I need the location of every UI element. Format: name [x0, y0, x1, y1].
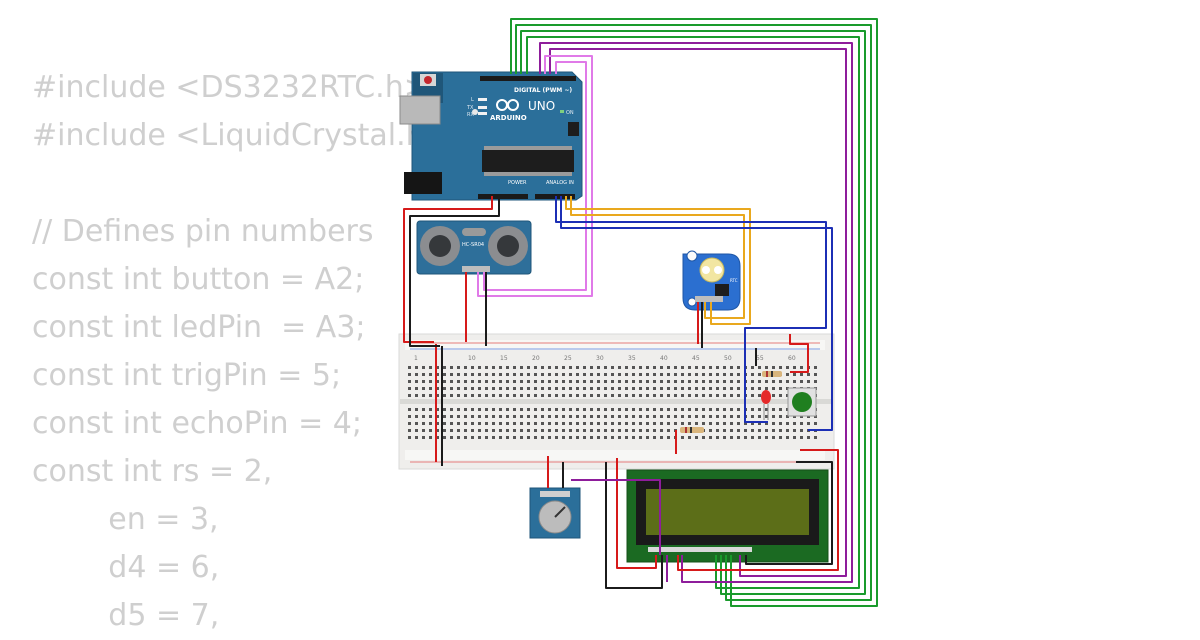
- label-rtc: RTC: [730, 278, 738, 283]
- ultrasonic-sensor: HC-SR04: [416, 220, 532, 275]
- code-line: const int echoPin = 4;: [32, 406, 362, 441]
- arduino-uno: L TX RX DIGITAL (PWM ~) UNO ARDUINO ON P…: [399, 71, 583, 201]
- wire-green-2: [515, 24, 872, 601]
- crystal-oscillator: [462, 228, 486, 236]
- digital-header: [480, 76, 576, 81]
- wire-pink-1: [477, 55, 593, 297]
- transducer-right-core: [497, 235, 519, 257]
- bb-col-55: 55: [756, 355, 764, 362]
- mount-hole: [472, 109, 478, 115]
- label-power: POWER: [508, 180, 527, 186]
- wire-black-ground: [409, 196, 500, 347]
- code-line: // Defines pin numbers: [32, 214, 374, 249]
- lcd-pins: [648, 547, 752, 552]
- reset-button: [424, 76, 432, 84]
- wire-red-led-resistor: [789, 334, 809, 373]
- wire-green-1: [510, 18, 878, 607]
- bb-col-10: 10: [468, 355, 476, 362]
- rtc-hole-2: [687, 297, 697, 307]
- led-l: [478, 98, 487, 101]
- rtc-pins: [695, 296, 723, 302]
- power-rail-top: [405, 340, 825, 350]
- code-line: const int button = A2;: [32, 262, 365, 297]
- label-uno: UNO: [528, 99, 555, 113]
- code-line: const int trigPin = 5;: [32, 358, 342, 393]
- sensor-pins: [462, 266, 490, 272]
- potentiometer: [529, 487, 581, 539]
- led-red: [761, 390, 771, 404]
- on-led: [560, 110, 564, 113]
- code-line: en = 3,: [32, 502, 219, 537]
- code-line: d4 = 6,: [32, 550, 220, 585]
- passive-components: [680, 371, 817, 433]
- rtc-module: RTC: [682, 250, 741, 311]
- pot-indicator: [554, 506, 566, 518]
- coin-cell-gloss-1: [702, 266, 710, 274]
- chip-pins-top: [484, 146, 572, 150]
- icsp-header: [568, 122, 579, 136]
- led-rx: [478, 112, 487, 115]
- wire-black-lcd-vss: [605, 462, 663, 589]
- code-line: const int ledPin = A3;: [32, 310, 366, 345]
- label-hcsr04: HC-SR04: [462, 242, 484, 248]
- label-rx: RX: [467, 112, 474, 118]
- breadboard: 1 10 15 20 25 30 35 40 45 50 55 60: [398, 333, 835, 470]
- bb-col-25: 25: [564, 355, 572, 362]
- transducer-left-core: [429, 235, 451, 257]
- code-line: #include <DS3232RTC.h>: [32, 70, 429, 105]
- wire-blue-1: [555, 196, 827, 423]
- bb-col-35: 35: [628, 355, 636, 362]
- wire-black-lcd-k: [745, 461, 833, 565]
- wire-blue-2: [560, 196, 833, 431]
- label-l: L: [471, 97, 474, 103]
- wire-red-lcd-vdd: [616, 458, 657, 569]
- led-tx: [478, 106, 487, 109]
- chip-pins-bottom: [484, 172, 572, 176]
- code-line: d5 = 7,: [32, 598, 220, 633]
- wire-purple-pot-v0: [571, 479, 661, 555]
- label-digital: DIGITAL (PWM ~): [514, 87, 572, 94]
- rtc-chip: [715, 284, 729, 296]
- label-tx: TX: [466, 105, 474, 111]
- bb-col-15: 15: [500, 355, 508, 362]
- rail-holes-bottom: [410, 453, 820, 457]
- wire-orange-1: [565, 196, 751, 325]
- usb-connector: [399, 95, 441, 125]
- label-on: ON: [566, 110, 574, 116]
- coin-cell: [699, 257, 725, 283]
- bb-col-50: 50: [724, 355, 732, 362]
- wire-purple-1: [539, 42, 853, 583]
- code-line: const int rs = 2,: [32, 454, 273, 489]
- power-header: [478, 194, 528, 199]
- terminal-strip-bottom: [408, 407, 820, 442]
- pot-pins: [540, 491, 570, 497]
- dc-jack: [404, 172, 442, 194]
- bb-col-1: 1: [414, 355, 418, 362]
- lcd-display: [626, 469, 829, 563]
- wire-red-lcd-backlight: [677, 449, 839, 571]
- wire-red-power: [403, 196, 493, 343]
- wire-orange-2: [570, 196, 745, 319]
- wire-purple-2: [549, 48, 847, 577]
- center-channel: [400, 399, 833, 404]
- label-analog: ANALOG IN: [546, 180, 574, 186]
- lcd-screen: [646, 489, 809, 535]
- bb-col-45: 45: [692, 355, 700, 362]
- terminal-strip-top: [408, 362, 820, 397]
- coin-cell-gloss-2: [714, 266, 722, 274]
- rtc-hole-1: [686, 250, 698, 262]
- wire-pink-2: [483, 61, 587, 291]
- wires: [403, 18, 878, 607]
- push-button-cap: [792, 392, 812, 412]
- bb-col-30: 30: [596, 355, 604, 362]
- bb-col-40: 40: [660, 355, 668, 362]
- bb-col-60: 60: [788, 355, 796, 362]
- label-arduino: ARDUINO: [490, 114, 527, 122]
- bb-col-20: 20: [532, 355, 540, 362]
- atmega-chip: [482, 150, 574, 172]
- arduino-logo-icon: [496, 99, 519, 111]
